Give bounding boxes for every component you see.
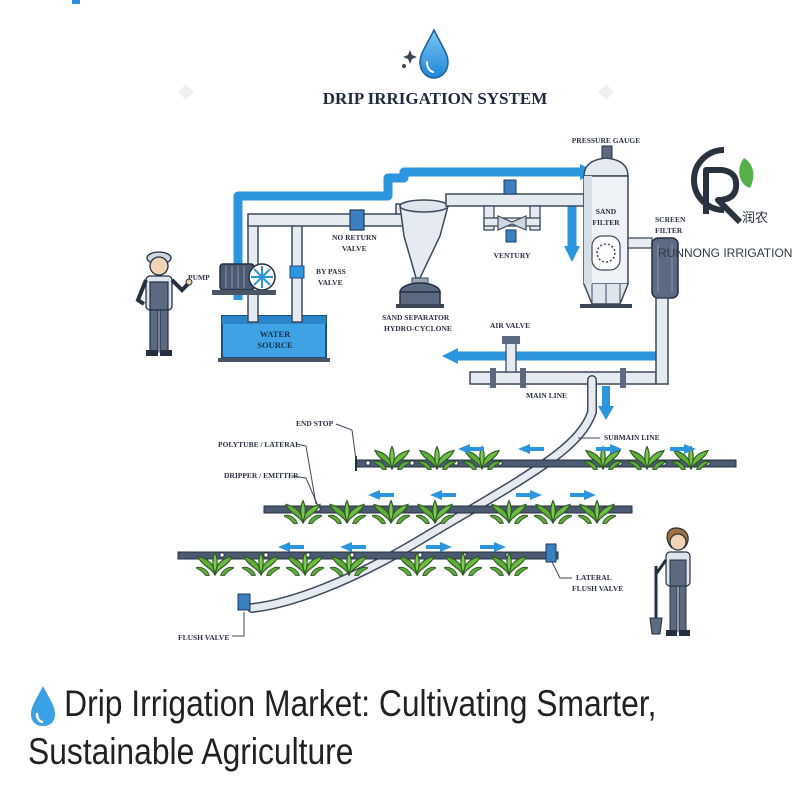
pump-label: PUMP [188, 273, 210, 282]
brand-chinese-mark: 润农 [742, 211, 768, 226]
air-valve-label: AIR VALVE [490, 321, 530, 330]
sand-filter-label-2: FILTER [592, 218, 620, 227]
sand-separator-label-2: HYDRO-CYCLONE [384, 324, 452, 333]
farmer-man-illustration [135, 251, 193, 356]
submain-line-pipe [248, 376, 596, 612]
dripper-emitter-label: DRIPPER / EMITTER [224, 471, 299, 480]
screen-filter-label-1: SCREEN [655, 215, 686, 224]
flush-valve [237, 593, 251, 611]
polytube-lateral-label: POLYTUBE / LATERAL [218, 440, 300, 449]
title-drop-icon [402, 28, 449, 79]
caption-headline: Drip Irrigation Market: Cultivating Smar… [28, 683, 657, 772]
water-source-tank: WATER SOURCE [218, 315, 330, 362]
end-stop-label: END STOP [296, 419, 334, 428]
diagram-title: DRIP IRRIGATION SYSTEM [323, 89, 548, 108]
article-caption: Drip Irrigation Market: Cultivating Smar… [28, 680, 788, 790]
no-return-valve [349, 209, 365, 231]
bypass-label-2: VALVE [318, 278, 343, 287]
lateral-row-1 [355, 446, 737, 471]
water-source-label-2: SOURCE [257, 340, 293, 350]
bypass-label-1: BY PASS [316, 267, 346, 276]
brand-name: RUNNONG IRRIGATION [658, 246, 792, 260]
lateral-flush-label-2: FLUSH VALVE [572, 584, 623, 593]
main-line-pipe [469, 297, 669, 388]
pump [212, 263, 276, 295]
ventury-label: VENTURY [494, 251, 531, 260]
pressure-gauge-label: PRESSURE GAUGE [572, 136, 641, 145]
sand-separator-hydro-cyclone [395, 199, 449, 308]
lateral-row-3 [177, 543, 559, 577]
air-valve [502, 336, 520, 373]
bypass-valve [289, 265, 305, 279]
flow-arrow-upper [233, 167, 580, 300]
sand-filter-label-1: SAND [596, 207, 617, 216]
farmer-woman-illustration [649, 527, 691, 636]
flow-arrow-submain [598, 406, 614, 420]
sand-filter [580, 145, 632, 308]
brand-logo: 润农 [691, 147, 768, 226]
lateral-row-2 [263, 500, 633, 525]
no-return-label-1: NO RETURN [332, 233, 377, 242]
main-line-label: MAIN LINE [526, 391, 567, 400]
no-return-label-2: VALVE [342, 244, 367, 253]
water-drop-icon [31, 686, 55, 726]
submain-label: SUBMAIN LINE [604, 433, 660, 442]
cyclone-to-filter-pipe [445, 193, 585, 207]
flush-valve-label: FLUSH VALVE [178, 633, 229, 642]
drip-irrigation-diagram: DRIP IRRIGATION SYSTEM WATER SOURCE [135, 28, 792, 642]
top-corner-mark [72, 0, 80, 4]
lateral-flush-label-1: LATERAL [576, 573, 612, 582]
ventury [483, 179, 541, 243]
screen-filter-label-2: FILTER [655, 226, 683, 235]
lateral-flow-arrows [278, 444, 696, 552]
water-source-label-1: WATER [260, 329, 291, 339]
watermark-icon [178, 84, 614, 100]
sand-separator-label-1: SAND SEPARATOR [382, 313, 450, 322]
flow-arrow-main [454, 298, 669, 361]
